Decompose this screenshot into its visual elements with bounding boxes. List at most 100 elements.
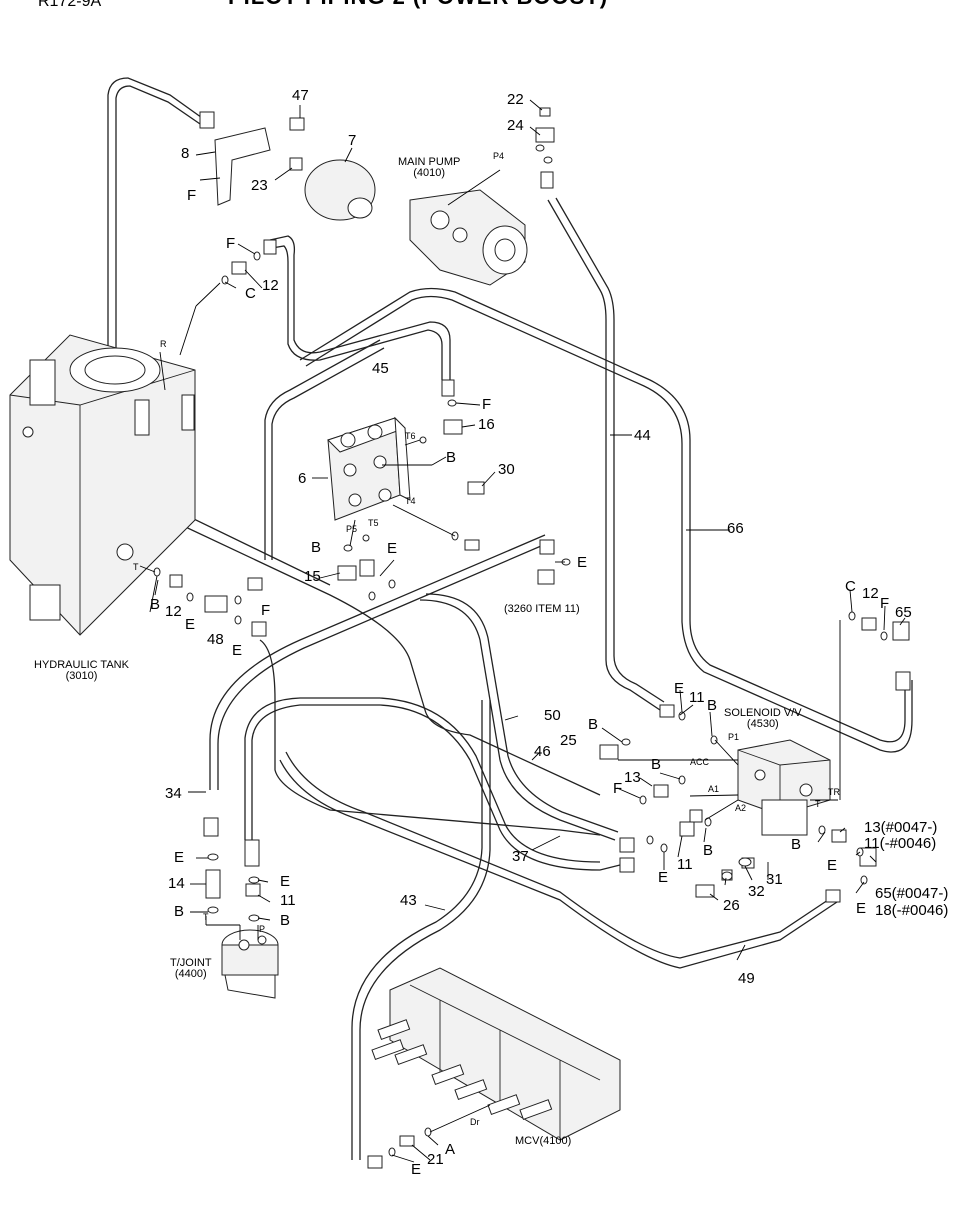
hydraulic-tank-label: HYDRAULIC TANK (3010) bbox=[34, 660, 129, 682]
callout-43: 43 bbox=[400, 892, 417, 909]
callout-e-5: E bbox=[674, 680, 685, 697]
model-number: R172-9A bbox=[38, 0, 102, 10]
callout-b-2: B bbox=[311, 539, 322, 556]
callout-b-8: B bbox=[791, 836, 802, 853]
sol-port-p1: P1 bbox=[728, 732, 740, 742]
callout-7: 7 bbox=[348, 132, 357, 149]
callout-6: 6 bbox=[298, 470, 307, 487]
block-port-p5: P5 bbox=[346, 524, 358, 534]
callout-b-5: B bbox=[588, 716, 599, 733]
turning-joint-label: T/JOINT (4400) bbox=[170, 958, 212, 980]
callout-b-9: B bbox=[174, 903, 185, 920]
callout-44: 44 bbox=[634, 427, 651, 444]
callout-65: 65 bbox=[895, 604, 912, 621]
solenoid-valve-label: SOLENOID V/V (4530) bbox=[724, 708, 802, 730]
callout-34: 34 bbox=[165, 785, 182, 802]
callout-f-5: F bbox=[880, 595, 890, 612]
callout-12-a: 12 bbox=[262, 277, 279, 294]
callout-21: 21 bbox=[427, 1151, 444, 1168]
callout-11-b: 11 bbox=[677, 856, 693, 873]
turning-joint-name: T/JOINT bbox=[170, 957, 212, 969]
callout-11-a: 11 bbox=[689, 689, 705, 706]
mcv-label: MCV(4100) bbox=[515, 1135, 572, 1147]
callout-37: 37 bbox=[512, 848, 529, 865]
callout-49: 49 bbox=[738, 970, 755, 987]
callout-e-4: E bbox=[232, 642, 243, 659]
block-port-t6: T6 bbox=[405, 431, 416, 441]
callout-11-c: 11(-#0046) bbox=[864, 835, 937, 852]
callout-65-b: 65(#0047-) bbox=[875, 885, 949, 902]
turning-joint bbox=[221, 929, 279, 999]
turning-joint-ref: (4400) bbox=[174, 968, 207, 980]
page-title: PILOT PIPING 2 (POWER BOOST) bbox=[228, 0, 608, 8]
callout-e-3: E bbox=[185, 616, 196, 633]
callout-16: 16 bbox=[478, 416, 495, 433]
callout-22: 22 bbox=[507, 91, 524, 108]
tank-port-t: T bbox=[133, 562, 139, 572]
callout-8: 8 bbox=[181, 145, 190, 162]
callout-47: 47 bbox=[292, 87, 309, 104]
pump-port-label: P4 bbox=[493, 151, 505, 161]
leader-lines bbox=[139, 99, 906, 1163]
callout-c-2: C bbox=[845, 578, 856, 595]
sol-port-t: T bbox=[815, 799, 821, 809]
hydraulic-tank bbox=[9, 334, 196, 636]
callout-50: 50 bbox=[544, 707, 561, 724]
sol-port-acc: ACC bbox=[690, 757, 710, 767]
callout-12-c: 12 bbox=[862, 585, 879, 602]
solenoid-valve-ref: (4530) bbox=[746, 718, 779, 730]
callout-b-1: B bbox=[446, 449, 457, 466]
fittings bbox=[169, 107, 911, 1169]
solenoid-valve bbox=[737, 739, 831, 836]
callout-e-6: E bbox=[658, 869, 669, 886]
callout-15: 15 bbox=[304, 568, 321, 585]
callout-e-8: E bbox=[856, 900, 867, 917]
callout-b-6: B bbox=[651, 756, 662, 773]
hydraulic-tank-name: HYDRAULIC TANK bbox=[34, 659, 129, 671]
callout-32: 32 bbox=[748, 883, 765, 900]
sol-port-a1: A1 bbox=[708, 784, 720, 794]
tjoint-port-p: P bbox=[259, 924, 266, 934]
sol-port-tr: TR bbox=[828, 787, 840, 797]
callout-e-11: E bbox=[411, 1161, 422, 1178]
callout-23: 23 bbox=[251, 177, 268, 194]
callout-66: 66 bbox=[727, 520, 744, 537]
main-pump bbox=[409, 189, 528, 286]
solenoid-valve-name: SOLENOID V/V bbox=[724, 707, 802, 719]
block-port-t4: T4 bbox=[405, 496, 416, 506]
callout-f-3: F bbox=[482, 396, 492, 413]
callout-f-1: F bbox=[187, 187, 197, 204]
callout-46: 46 bbox=[534, 743, 551, 760]
callout-e-9: E bbox=[174, 849, 185, 866]
valve-block bbox=[327, 416, 411, 521]
mcv bbox=[371, 967, 621, 1141]
callout-12-b: 12 bbox=[165, 603, 182, 620]
callout-b-10: B bbox=[280, 912, 291, 929]
callout-c-1: C bbox=[245, 285, 256, 302]
callout-e-2: E bbox=[577, 554, 588, 571]
callout-13-a: 13 bbox=[624, 769, 641, 786]
o-rings bbox=[153, 144, 888, 1157]
callout-e-1: E bbox=[387, 540, 398, 557]
callout-48: 48 bbox=[207, 631, 224, 648]
tjoint-port-t: T bbox=[203, 912, 209, 922]
main-pump-name: MAIN PUMP bbox=[398, 156, 461, 168]
callout-f-2: F bbox=[226, 235, 236, 252]
callout-e-10: E bbox=[280, 873, 291, 890]
accumulator bbox=[304, 159, 376, 221]
callout-e-7: E bbox=[827, 857, 838, 874]
mcv-port-dr: Dr bbox=[470, 1117, 480, 1127]
main-pump-ref: (4010) bbox=[413, 167, 446, 179]
block-port-t5: T5 bbox=[368, 518, 379, 528]
callout-b-7: B bbox=[703, 842, 714, 859]
callout-b-3: B bbox=[150, 596, 161, 613]
callout-11-d: 11 bbox=[280, 892, 296, 909]
callout-14: 14 bbox=[168, 875, 185, 892]
callout-30: 30 bbox=[498, 461, 515, 478]
item-3260-label: (3260 ITEM 11) bbox=[504, 603, 580, 615]
callout-45: 45 bbox=[372, 360, 389, 377]
callout-b-4: B bbox=[707, 697, 718, 714]
callout-f-4: F bbox=[261, 602, 271, 619]
